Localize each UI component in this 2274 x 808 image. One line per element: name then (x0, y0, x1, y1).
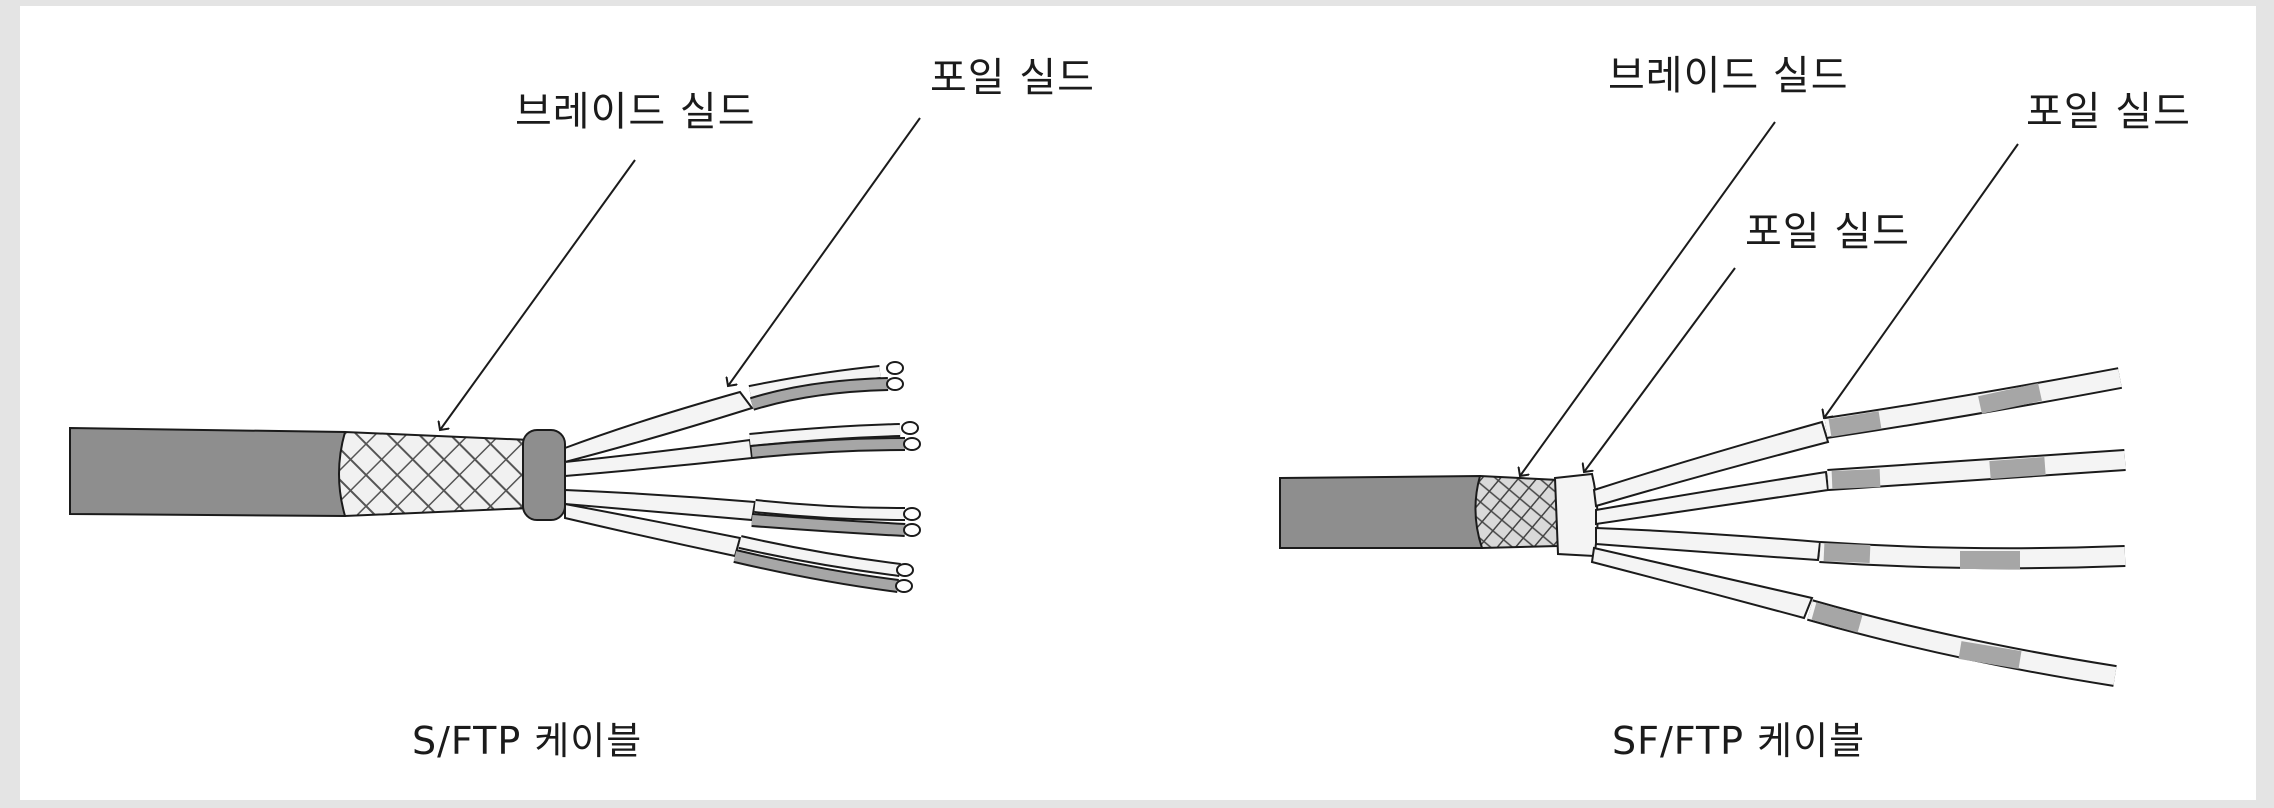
sfftp-cable (1279, 367, 2126, 687)
sftp-pair-1 (564, 361, 904, 464)
sfftp-pair-2 (1595, 449, 2126, 526)
sftp-braid-shield (338, 430, 531, 518)
sfftp-pair-4 (1590, 546, 2117, 687)
sftp-cable (69, 361, 921, 593)
sftp-pair-4 (564, 502, 914, 593)
sfftp-foil-band (1553, 472, 1599, 558)
sfftp-braid-shield (1474, 474, 1559, 550)
sfftp-pair-1 (1592, 367, 2123, 508)
sftp-jacket (69, 426, 351, 518)
sfftp-caption: SF/FTP 케이블 (1612, 719, 1866, 763)
diagram-canvas (20, 6, 2256, 800)
sfftp-jacket (1279, 474, 1488, 549)
sfftp-foil-inner-label: 포일 실드 (1745, 209, 1910, 255)
sftp-braid-leader (440, 159, 636, 430)
sfftp-braid-leader (1520, 121, 1776, 476)
sftp-pair-2 (564, 421, 921, 478)
sfftp-pair-3 (1595, 526, 2126, 570)
sfftp-foil-pair-label: 포일 실드 (2026, 89, 2191, 135)
sftp-pair-3 (564, 488, 921, 537)
sfftp-foil-pair-leader (1824, 143, 2019, 418)
sftp-caption: S/FTP 케이블 (412, 719, 643, 763)
sftp-braid-label: 브레이드 실드 (515, 89, 756, 135)
sftp-foil-leader (728, 117, 921, 386)
sftp-band (522, 429, 566, 521)
sfftp-foil-inner-leader (1584, 267, 1736, 472)
sfftp-braid-label: 브레이드 실드 (1608, 53, 1849, 99)
sftp-foil-label: 포일 실드 (930, 55, 1095, 101)
